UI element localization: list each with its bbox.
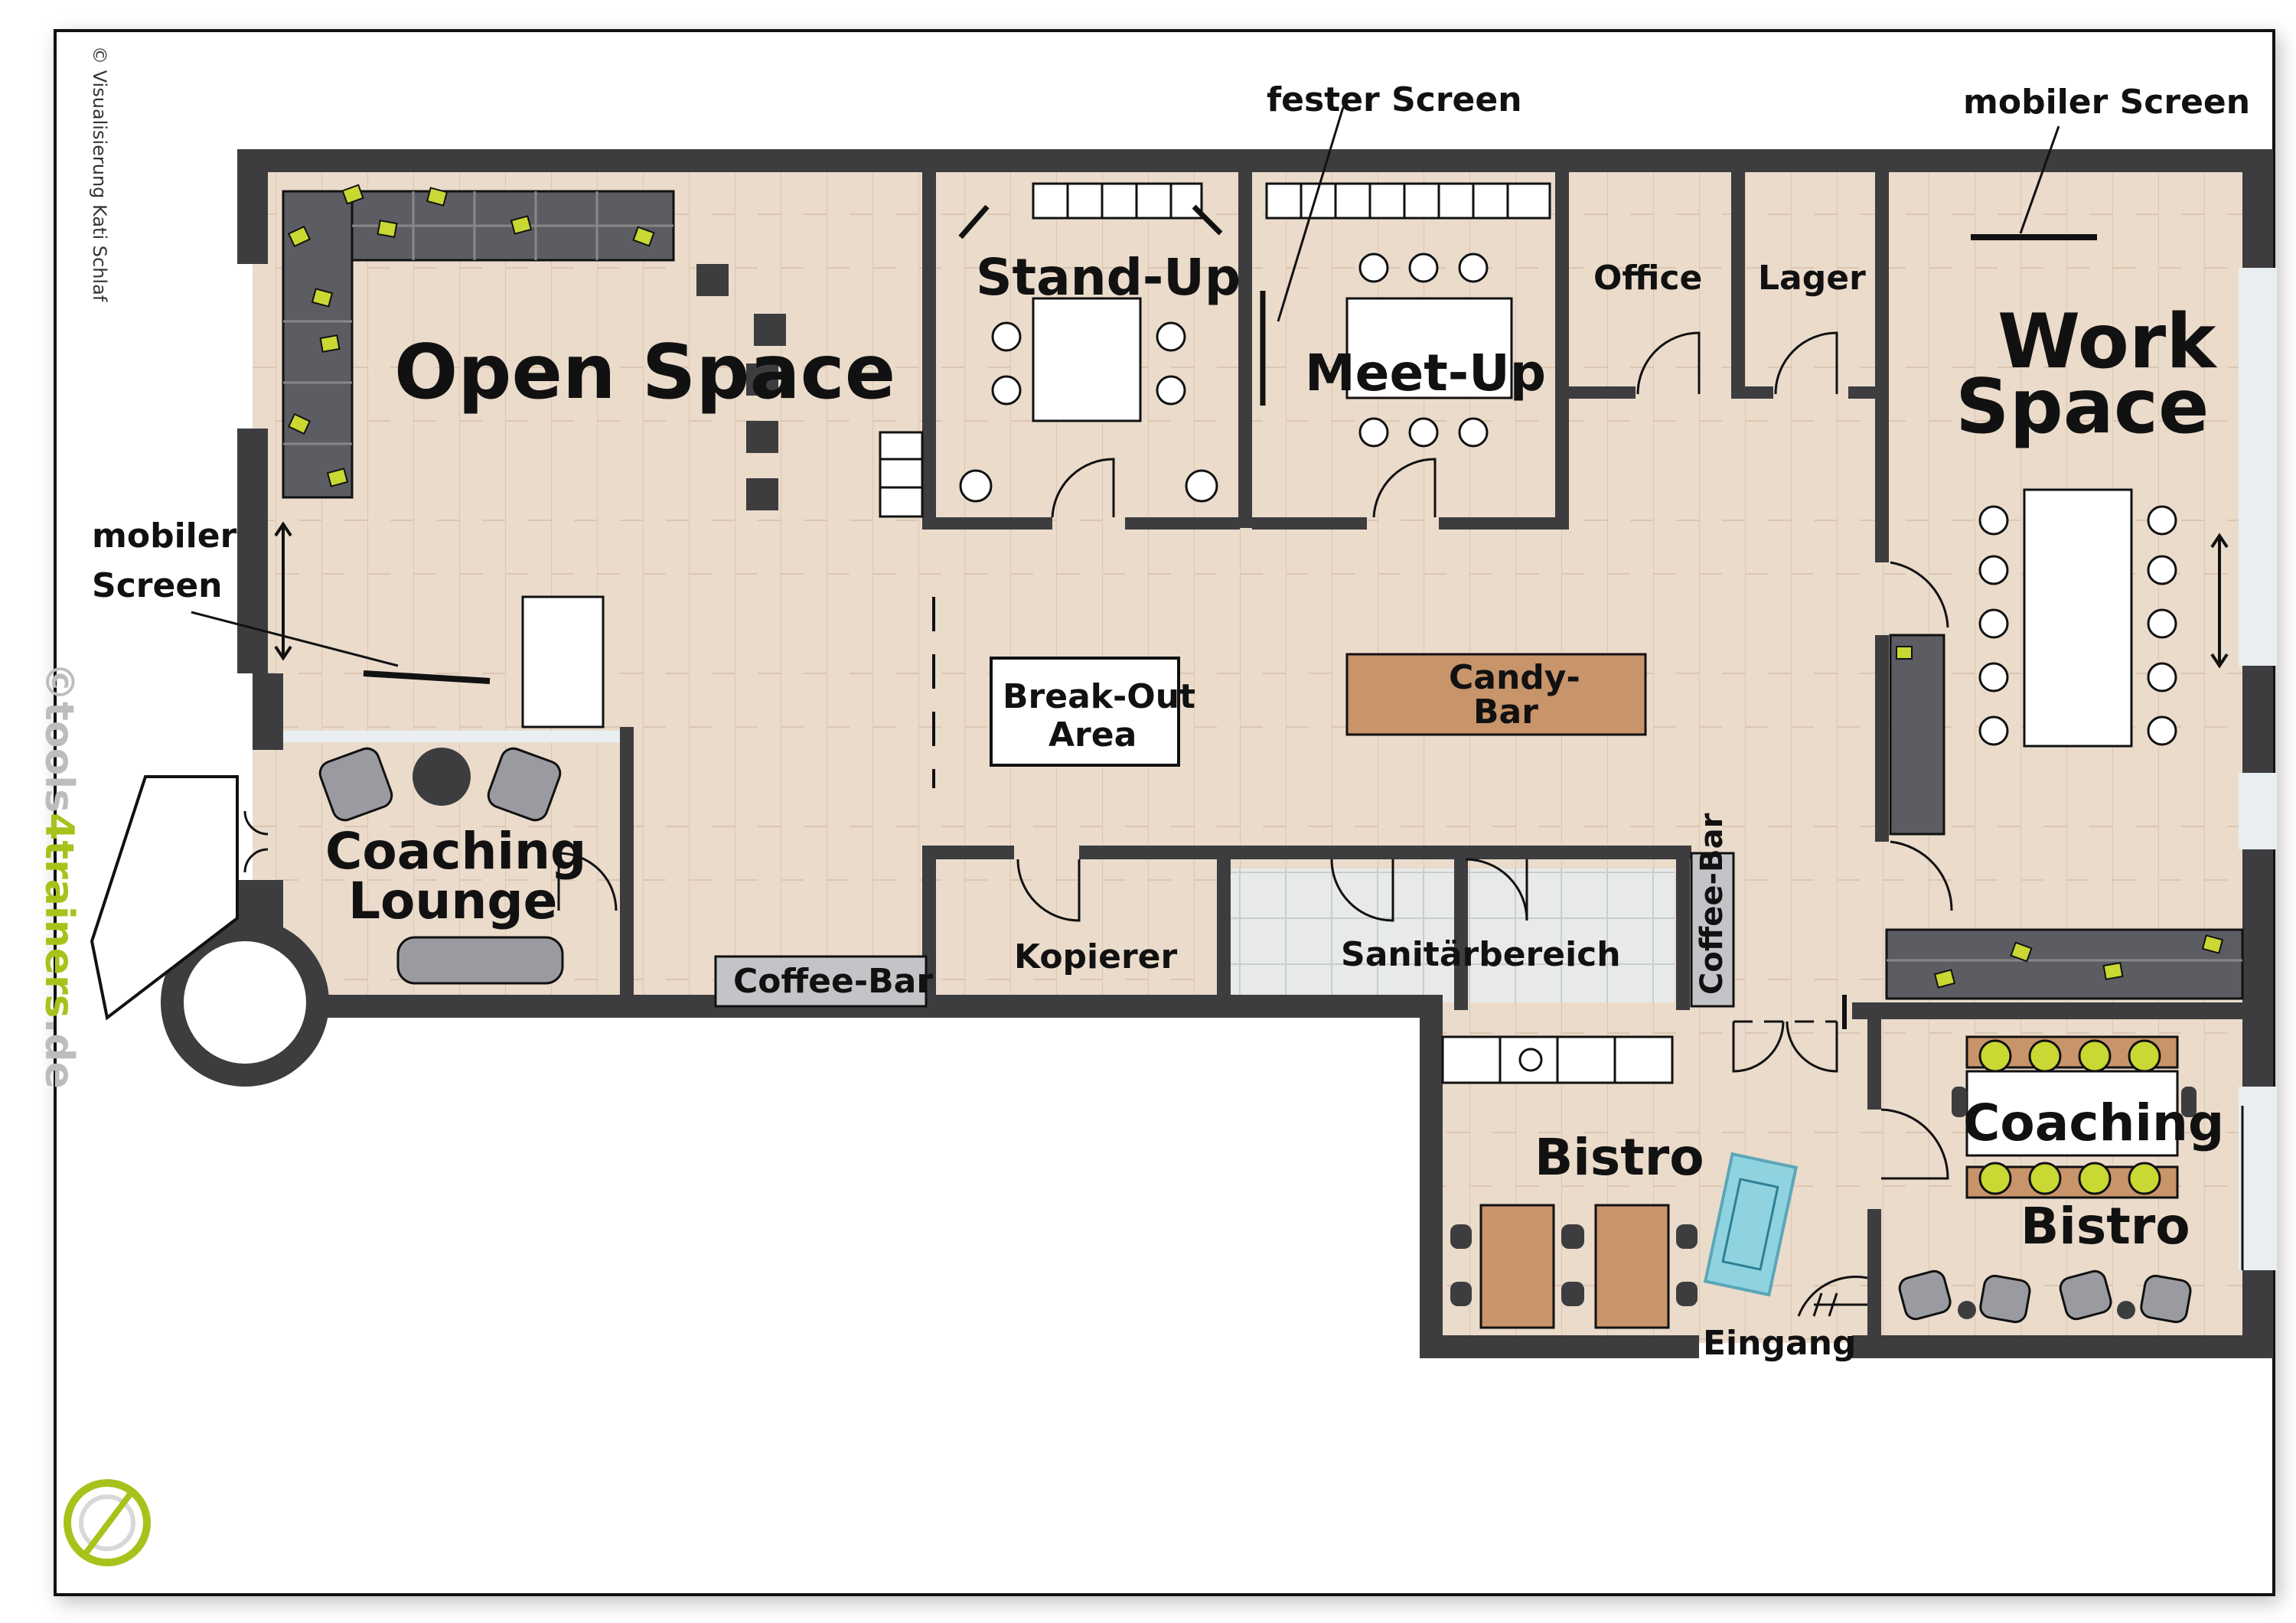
room-coffee-bar-vertical: Coffee-Bar (1694, 813, 1730, 995)
bottom-doors (1016, 858, 1528, 922)
room-work-space-1: Work (1998, 298, 2218, 386)
room-coaching-bistro-1: Coaching (1963, 1093, 2224, 1152)
room-kopierer: Kopierer (1014, 937, 1178, 976)
room-coaching-bistro-2: Bistro (2020, 1197, 2190, 1256)
room-bistro: Bistro (1534, 1128, 1704, 1187)
open-space-sofa (282, 184, 675, 499)
tower (90, 775, 329, 1087)
room-stand-up: Stand-Up (976, 248, 1241, 307)
fixed-screen-label: fester Screen (1267, 80, 1522, 119)
credit-text: © Visualisierung Kati Schlaf (89, 46, 110, 302)
mobile-screen-top-label: mobiler Screen (1963, 83, 2250, 122)
mobile-screen-left (363, 670, 491, 684)
fixed-screen-pointer (1277, 106, 1345, 322)
coffee-bar-vertical (1690, 852, 1735, 1008)
stand-up-room (958, 182, 1223, 518)
mobile-screen-left-label-1: mobiler (92, 517, 237, 556)
brand-logo (64, 1479, 151, 1566)
coaching-bistro (1880, 1035, 2244, 1324)
room-work-space-2: Space (1955, 363, 2209, 451)
room-coaching-lounge-2: Lounge (348, 872, 557, 930)
room-office: Office (1593, 259, 1702, 298)
room-sanitaer: Sanitärbereich (1341, 935, 1621, 974)
mobile-screen-left-pointer (191, 611, 399, 667)
watermark-text: ©tools4trainers.de (36, 662, 82, 1089)
break-out-board (990, 657, 1180, 767)
coffee-bar (714, 955, 928, 1008)
candy-bar-counter (1345, 653, 1647, 736)
floor (253, 165, 2258, 1343)
room-meet-up: Meet-Up (1305, 344, 1546, 402)
mobile-screen-left-label-2: Screen (92, 566, 222, 605)
sanitary-tiles (1231, 869, 1675, 1002)
room-coaching-lounge-1: Coaching (325, 822, 586, 881)
room-candy-bar-2: Bar (1473, 693, 1538, 732)
room-break-out-1: Break-Out (1003, 677, 1195, 716)
work-space (1885, 125, 2244, 1000)
open-space-whiteboard (521, 595, 605, 728)
side-door (243, 810, 269, 873)
office-lager-doors (1636, 331, 1838, 395)
open-space-stools (696, 264, 786, 510)
room-coffee-bar: Coffee-Bar (733, 962, 933, 1001)
coaching-lounge (283, 731, 620, 985)
room-eingang: Eingang (1703, 1324, 1856, 1363)
meet-up-room (1260, 106, 1551, 518)
entrance-doors (1732, 995, 1847, 1073)
room-break-out-2: Area (1049, 715, 1137, 754)
shelf (879, 431, 924, 518)
room-open-space: Open Space (394, 329, 895, 416)
room-lager: Lager (1758, 259, 1866, 298)
walls (237, 149, 2277, 1358)
room-candy-bar-1: Candy- (1449, 658, 1580, 697)
bistro (1441, 1035, 1868, 1329)
